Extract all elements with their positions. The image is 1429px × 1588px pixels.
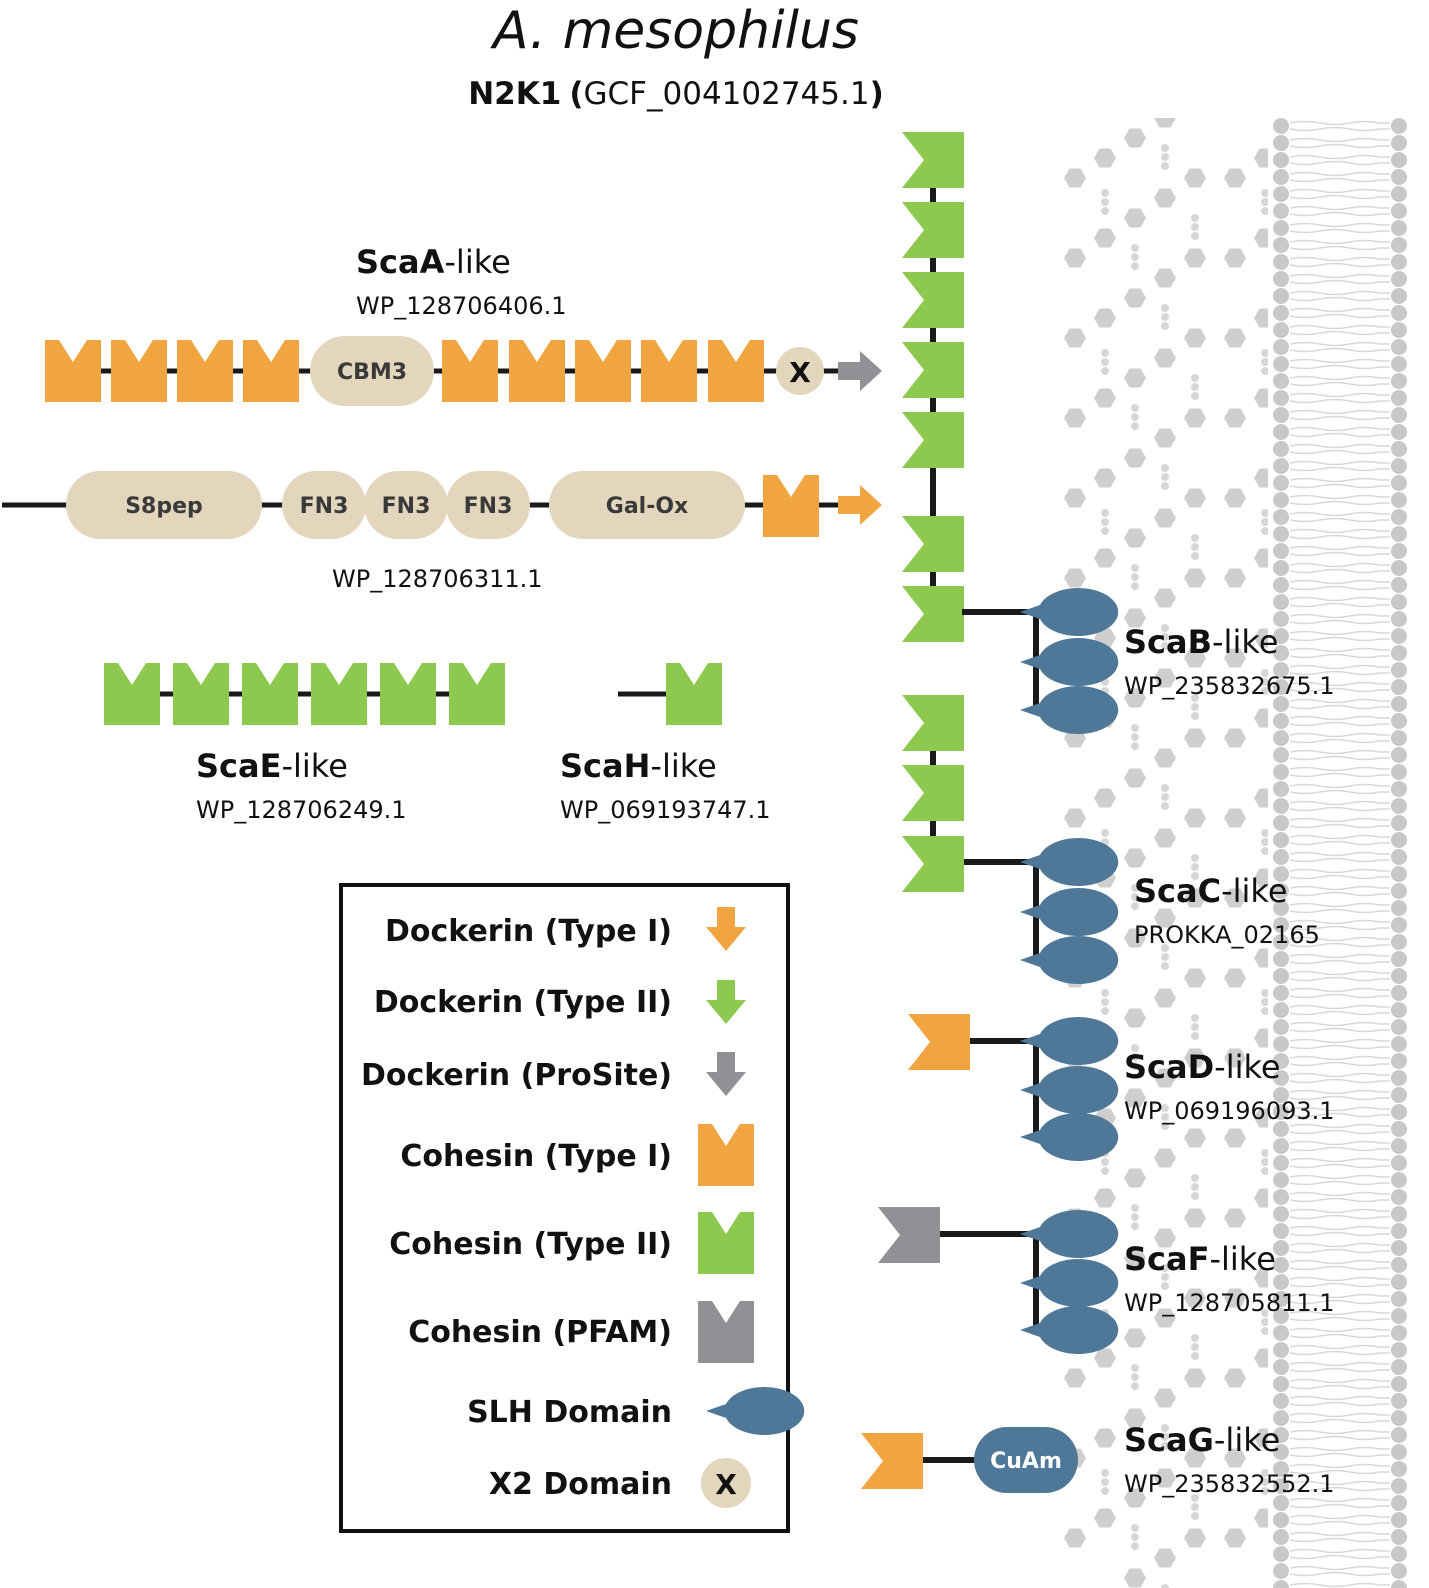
title-species: A. mesophilus bbox=[490, 1, 859, 61]
title-strain: N2K1(GCF_004102745.1) bbox=[468, 76, 884, 112]
paren-open: ( bbox=[569, 76, 583, 112]
galox-dockerin-icon bbox=[838, 485, 882, 525]
scaH-accession: WP_069193747.1 bbox=[560, 796, 771, 824]
legend-label-x2: X2 Domain bbox=[489, 1467, 672, 1502]
fn3-domain-1 bbox=[282, 471, 366, 539]
cbm3-label: CBM3 bbox=[337, 360, 407, 385]
fn3-domain-2 bbox=[364, 471, 448, 539]
x2-legend-glyph: X bbox=[715, 1468, 737, 1501]
scaC-scaffold bbox=[902, 695, 1119, 984]
fn3-label-3: FN3 bbox=[464, 494, 513, 519]
scaC-name: ScaC-like bbox=[1134, 872, 1288, 910]
scaD-name: ScaD-like bbox=[1124, 1048, 1281, 1086]
fn3-label-2: FN3 bbox=[382, 494, 431, 519]
cuam-domain bbox=[974, 1427, 1078, 1493]
legend-label-cohesin-pfam: Cohesin (PFAM) bbox=[408, 1315, 672, 1350]
scaE-name: ScaE-like bbox=[196, 747, 348, 785]
scaE-accession: WP_128706249.1 bbox=[196, 796, 407, 824]
legend: Dockerin (Type I) Dockerin (Type II) Doc… bbox=[339, 883, 805, 1533]
cbm3-domain bbox=[310, 336, 434, 406]
fn3-label-1: FN3 bbox=[300, 494, 349, 519]
scaG-accession: WP_235832552.1 bbox=[1124, 1470, 1335, 1498]
galox-protein: S8pep FN3 FN3 FN3 Gal-Ox bbox=[2, 471, 882, 539]
assembly-accession: GCF_004102745.1 bbox=[584, 76, 870, 112]
strain-name: N2K1 bbox=[468, 76, 561, 112]
scaB-anchor bbox=[962, 588, 1119, 734]
cuam-label: CuAm bbox=[990, 1449, 1062, 1474]
x2-domain bbox=[776, 347, 824, 395]
legend-label-dockerin-type2: Dockerin (Type II) bbox=[374, 985, 672, 1020]
scaA-protein: CBM3 X bbox=[45, 336, 882, 406]
scaH-name: ScaH-like bbox=[560, 747, 717, 785]
scaG-name: ScaG-like bbox=[1124, 1421, 1280, 1459]
legend-label-slh: SLH Domain bbox=[467, 1395, 672, 1430]
cell-membrane bbox=[1270, 118, 1410, 1588]
x2-domain-icon bbox=[701, 1458, 751, 1508]
scaA-dockerin-icon bbox=[838, 351, 882, 391]
galox-cohesin-icon bbox=[763, 475, 819, 537]
scaF-accession: WP_128705811.1 bbox=[1124, 1289, 1335, 1317]
fn3-domain-3 bbox=[446, 471, 530, 539]
scaG-scaffold: CuAm bbox=[861, 1427, 1078, 1493]
galox-accession: WP_128706311.1 bbox=[332, 565, 543, 593]
paren-close: ) bbox=[870, 76, 884, 112]
legend-label-dockerin-prosite: Dockerin (ProSite) bbox=[361, 1058, 672, 1093]
legend-label-dockerin-type1: Dockerin (Type I) bbox=[385, 914, 672, 949]
scaH-protein bbox=[618, 663, 722, 725]
legend-box bbox=[339, 883, 790, 1533]
galox-domain bbox=[549, 471, 745, 539]
scaC-accession: PROKKA_02165 bbox=[1134, 921, 1320, 949]
legend-label-cohesin-type1: Cohesin (Type I) bbox=[400, 1139, 672, 1174]
scaB-accession: WP_235832675.1 bbox=[1124, 672, 1335, 700]
scaA-accession: WP_128706406.1 bbox=[356, 292, 567, 320]
scaE-protein bbox=[104, 663, 505, 725]
scaD-accession: WP_069196093.1 bbox=[1124, 1097, 1335, 1125]
s8pep-label: S8pep bbox=[125, 494, 203, 519]
scaA-name: ScaA-like bbox=[356, 243, 511, 281]
legend-label-cohesin-type2: Cohesin (Type II) bbox=[389, 1227, 672, 1262]
scaF-name: ScaF-like bbox=[1124, 1240, 1276, 1278]
scaF-scaffold bbox=[878, 1207, 1119, 1354]
x2-label: X bbox=[789, 356, 811, 389]
galox-label: Gal-Ox bbox=[606, 494, 688, 519]
main-scaffold bbox=[902, 132, 964, 642]
s8pep-domain bbox=[66, 471, 262, 539]
scaB-name: ScaB-like bbox=[1124, 623, 1278, 661]
scaD-scaffold bbox=[908, 1014, 1119, 1161]
